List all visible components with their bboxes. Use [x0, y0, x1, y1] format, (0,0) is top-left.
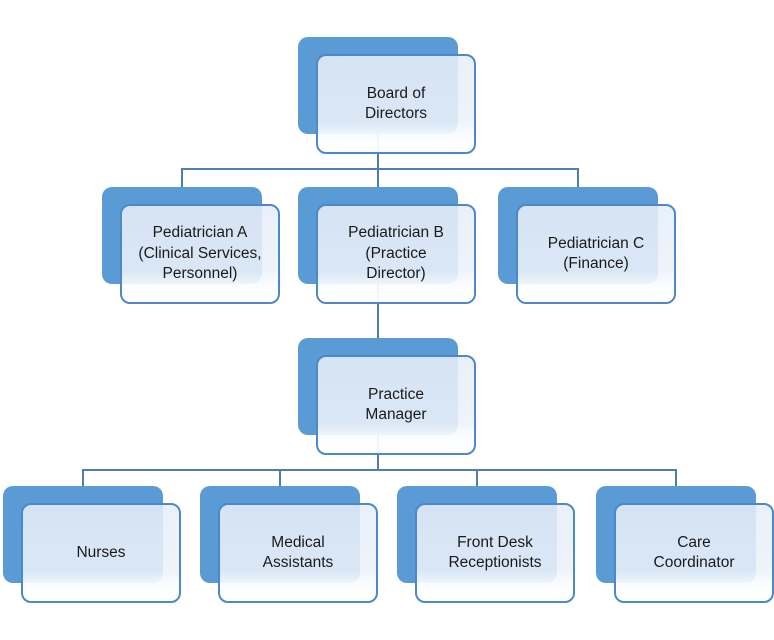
org-node-practice-manager: Practice Manager: [298, 338, 476, 455]
node-label: Practice Manager: [365, 385, 427, 423]
connector-drop-care-coordinator: [675, 469, 677, 486]
node-box-pediatrician-b: Pediatrician B (Practice Director): [316, 204, 476, 304]
node-box-front-desk-receptionists: Front Desk Receptionists: [415, 503, 575, 603]
node-box-pediatrician-c: Pediatrician C (Finance): [516, 204, 676, 304]
node-box-pediatrician-a: Pediatrician A (Clinical Services, Perso…: [120, 204, 280, 304]
connector-pedb-to-manager: [377, 284, 379, 338]
node-box-board: Board of Directors: [316, 54, 476, 154]
node-box-medical-assistants: Medical Assistants: [218, 503, 378, 603]
node-label: Board of Directors: [364, 84, 427, 122]
node-box-practice-manager: Practice Manager: [316, 355, 476, 455]
connector-drop-pediatrician-c: [577, 168, 579, 187]
connector-drop-pediatrician-a: [181, 168, 183, 187]
node-label: Care Coordinator: [653, 533, 735, 571]
connector-row4-rail: [82, 469, 677, 471]
org-node-pediatrician-a: Pediatrician A (Clinical Services, Perso…: [102, 187, 280, 304]
org-node-front-desk-receptionists: Front Desk Receptionists: [397, 486, 575, 603]
node-label: Front Desk Receptionists: [448, 533, 542, 571]
org-node-pediatrician-b: Pediatrician B (Practice Director): [298, 187, 476, 304]
connector-row2-rail: [181, 168, 579, 170]
node-label: Pediatrician B (Practice Director): [348, 224, 444, 283]
node-label: Pediatrician C (Finance): [547, 234, 645, 272]
node-box-nurses: Nurses: [21, 503, 181, 603]
connector-drop-front-desk: [476, 469, 478, 486]
connector-drop-medical: [279, 469, 281, 486]
org-node-nurses: Nurses: [3, 486, 181, 603]
node-box-care-coordinator: Care Coordinator: [614, 503, 774, 603]
connector-board-stem: [377, 134, 379, 187]
node-label: Nurses: [76, 543, 126, 561]
node-label: Medical Assistants: [262, 533, 334, 571]
node-label: Pediatrician A (Clinical Services, Perso…: [138, 224, 262, 283]
org-node-medical-assistants: Medical Assistants: [200, 486, 378, 603]
org-node-care-coordinator: Care Coordinator: [596, 486, 774, 603]
org-node-pediatrician-c: Pediatrician C (Finance): [498, 187, 676, 304]
org-node-board: Board of Directors: [298, 37, 476, 154]
connector-drop-nurses: [82, 469, 84, 486]
